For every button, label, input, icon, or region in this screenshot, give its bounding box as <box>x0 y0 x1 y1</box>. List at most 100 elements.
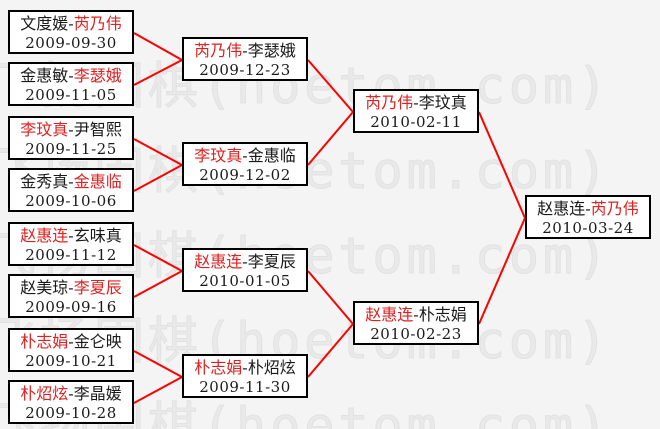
match-date: 2009-12-02 <box>199 166 291 184</box>
player1-name: 赵美琼 <box>20 278 69 297</box>
player1-name: 朴志娟 <box>20 332 69 351</box>
match-date: 2009-10-21 <box>25 352 117 370</box>
match-players: 赵美琼-李夏辰 <box>10 278 132 298</box>
match-date: 2009-11-25 <box>25 140 117 158</box>
player2-name: 李玟真 <box>418 93 467 112</box>
player2-name: 朴志娟 <box>418 305 467 324</box>
match-players: 芮乃伟-李瑟娥 <box>184 41 306 61</box>
match-box-r1-7: 朴志娟-金仑映 2009-10-21 <box>8 328 134 372</box>
match-box-r1-6: 赵美琼-李夏辰 2009-09-16 <box>8 274 134 318</box>
match-date: 2009-12-23 <box>199 61 291 79</box>
match-players: 金秀真-金惠临 <box>10 172 132 192</box>
player1-name: 金惠敏 <box>20 66 69 85</box>
player1-name: 芮乃伟 <box>365 93 414 112</box>
player-separator: - <box>68 332 74 351</box>
match-players: 赵惠连-朴志娟 <box>355 305 477 325</box>
match-date: 2009-10-06 <box>25 192 117 210</box>
match-players: 朴志娟-金仑映 <box>10 332 132 352</box>
connector-line <box>307 59 354 113</box>
match-date: 2009-09-16 <box>25 298 117 316</box>
match-box-r1-4: 金秀真-金惠临 2009-10-06 <box>8 168 134 212</box>
match-date: 2010-02-11 <box>370 113 462 131</box>
match-box-r1-3: 李玟真-尹智熙 2009-11-25 <box>8 116 134 160</box>
player2-name: 李夏辰 <box>73 278 122 297</box>
player2-name: 朴炤炫 <box>247 358 296 377</box>
match-players: 李玟真-金惠临 <box>184 146 306 166</box>
player1-name: 李玟真 <box>20 120 69 139</box>
connector-line <box>133 164 183 192</box>
player-separator: - <box>413 305 419 324</box>
player-separator: - <box>68 66 74 85</box>
connector-line <box>133 376 183 404</box>
player1-name: 芮乃伟 <box>194 41 243 60</box>
player2-name: 李夏辰 <box>247 252 296 271</box>
match-box-r1-2: 金惠敏-李瑟娥 2009-11-05 <box>8 62 134 106</box>
match-box-r1-5: 赵惠连-玄味真 2009-11-12 <box>8 222 134 266</box>
match-players: 芮乃伟-李玟真 <box>355 93 477 113</box>
player-separator: - <box>68 384 74 403</box>
connector-line <box>133 32 183 61</box>
match-box-r3-1: 芮乃伟-李玟真 2010-02-11 <box>353 89 479 133</box>
match-players: 朴志娟-朴炤炫 <box>184 358 306 378</box>
match-date: 2009-11-12 <box>25 246 117 264</box>
player2-name: 李瑟娥 <box>73 66 122 85</box>
player-separator: - <box>242 358 248 377</box>
connector-line <box>133 244 183 272</box>
match-players: 朴炤炫-李晶媛 <box>10 384 132 404</box>
match-box-r1-1: 文度媛-芮乃伟 2009-09-30 <box>8 10 134 54</box>
player2-name: 李晶媛 <box>73 384 122 403</box>
player1-name: 文度媛 <box>20 14 69 33</box>
player-separator: - <box>242 146 248 165</box>
match-box-r2-3: 赵惠连-李夏辰 2010-01-05 <box>182 248 308 292</box>
player1-name: 赵惠连 <box>537 199 586 218</box>
connector-line <box>133 59 183 86</box>
player1-name: 金秀真 <box>20 172 69 191</box>
match-box-r2-1: 芮乃伟-李瑟娥 2009-12-23 <box>182 37 308 81</box>
match-date: 2009-11-30 <box>199 378 291 396</box>
player2-name: 李瑟娥 <box>247 41 296 60</box>
player2-name: 玄味真 <box>73 226 122 245</box>
player2-name: 金惠临 <box>247 146 296 165</box>
match-date: 2009-11-05 <box>25 86 117 104</box>
connector-line <box>133 138 183 166</box>
connector-line <box>478 217 526 325</box>
player1-name: 赵惠连 <box>20 226 69 245</box>
match-players: 赵惠连-芮乃伟 <box>527 199 649 219</box>
connector-line <box>478 111 526 219</box>
player-separator: - <box>242 41 248 60</box>
player-separator: - <box>585 199 591 218</box>
player2-name: 芮乃伟 <box>590 199 639 218</box>
match-box-r1-8: 朴炤炫-李晶媛 2009-10-28 <box>8 380 134 424</box>
match-date: 2009-10-28 <box>25 404 117 422</box>
match-date: 2010-02-23 <box>370 325 462 343</box>
player-separator: - <box>68 14 74 33</box>
match-players: 李玟真-尹智熙 <box>10 120 132 140</box>
player-separator: - <box>68 120 74 139</box>
connector-line <box>307 323 354 378</box>
player2-name: 金仑映 <box>73 332 122 351</box>
match-box-r2-4: 朴志娟-朴炤炫 2009-11-30 <box>182 354 308 398</box>
match-players: 金惠敏-李瑟娥 <box>10 66 132 86</box>
connector-line <box>133 270 183 298</box>
player1-name: 朴炤炫 <box>20 384 69 403</box>
match-box-r3-2: 赵惠连-朴志娟 2010-02-23 <box>353 301 479 345</box>
player1-name: 赵惠连 <box>194 252 243 271</box>
player2-name: 芮乃伟 <box>73 14 122 33</box>
connector-line <box>307 111 354 166</box>
player-separator: - <box>68 172 74 191</box>
match-date: 2010-01-05 <box>199 272 291 290</box>
match-date: 2010-03-24 <box>542 219 634 237</box>
player-separator: - <box>413 93 419 112</box>
match-players: 赵惠连-李夏辰 <box>184 252 306 272</box>
connector-line <box>307 270 354 325</box>
match-date: 2009-09-30 <box>25 34 117 52</box>
match-players: 文度媛-芮乃伟 <box>10 14 132 34</box>
player-separator: - <box>68 226 74 245</box>
player-separator: - <box>68 278 74 297</box>
match-box-final: 赵惠连-芮乃伟 2010-03-24 <box>525 195 651 239</box>
player-separator: - <box>242 252 248 271</box>
connector-line <box>133 350 183 378</box>
player2-name: 尹智熙 <box>73 120 122 139</box>
